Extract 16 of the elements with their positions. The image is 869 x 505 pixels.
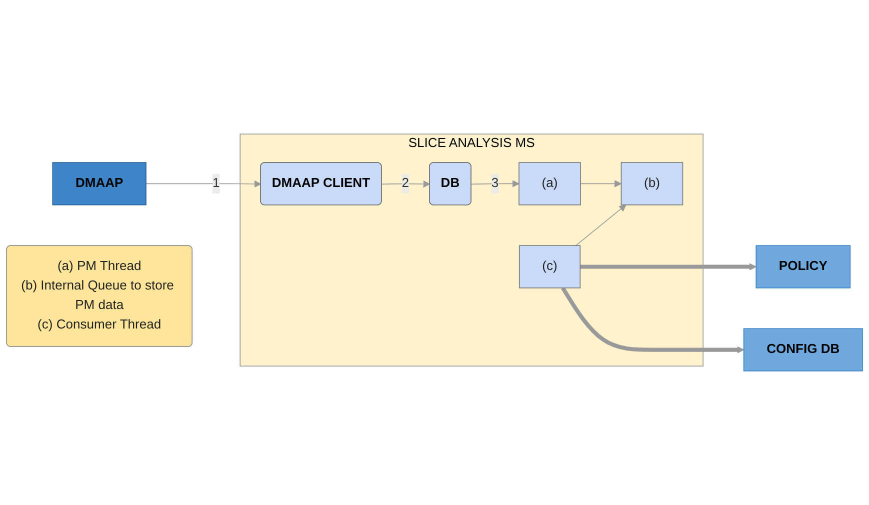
node-box: (a) [518, 162, 581, 206]
node-box: (c) [518, 245, 581, 288]
arrow [471, 180, 520, 188]
arrow [146, 180, 262, 188]
arrow [381, 180, 430, 188]
edge-label: 3 [491, 176, 499, 190]
node-box: POLICY [756, 245, 851, 288]
arrow [580, 180, 622, 188]
edge-label: 2 [402, 176, 410, 190]
edge-label: 1 [212, 176, 220, 190]
node-box: CONFIG DB [743, 328, 863, 372]
arrow [561, 286, 744, 354]
node-box: (b) [620, 162, 684, 206]
arrow [580, 263, 756, 270]
arrow [575, 204, 626, 246]
node-box: DMAAP [52, 162, 146, 206]
